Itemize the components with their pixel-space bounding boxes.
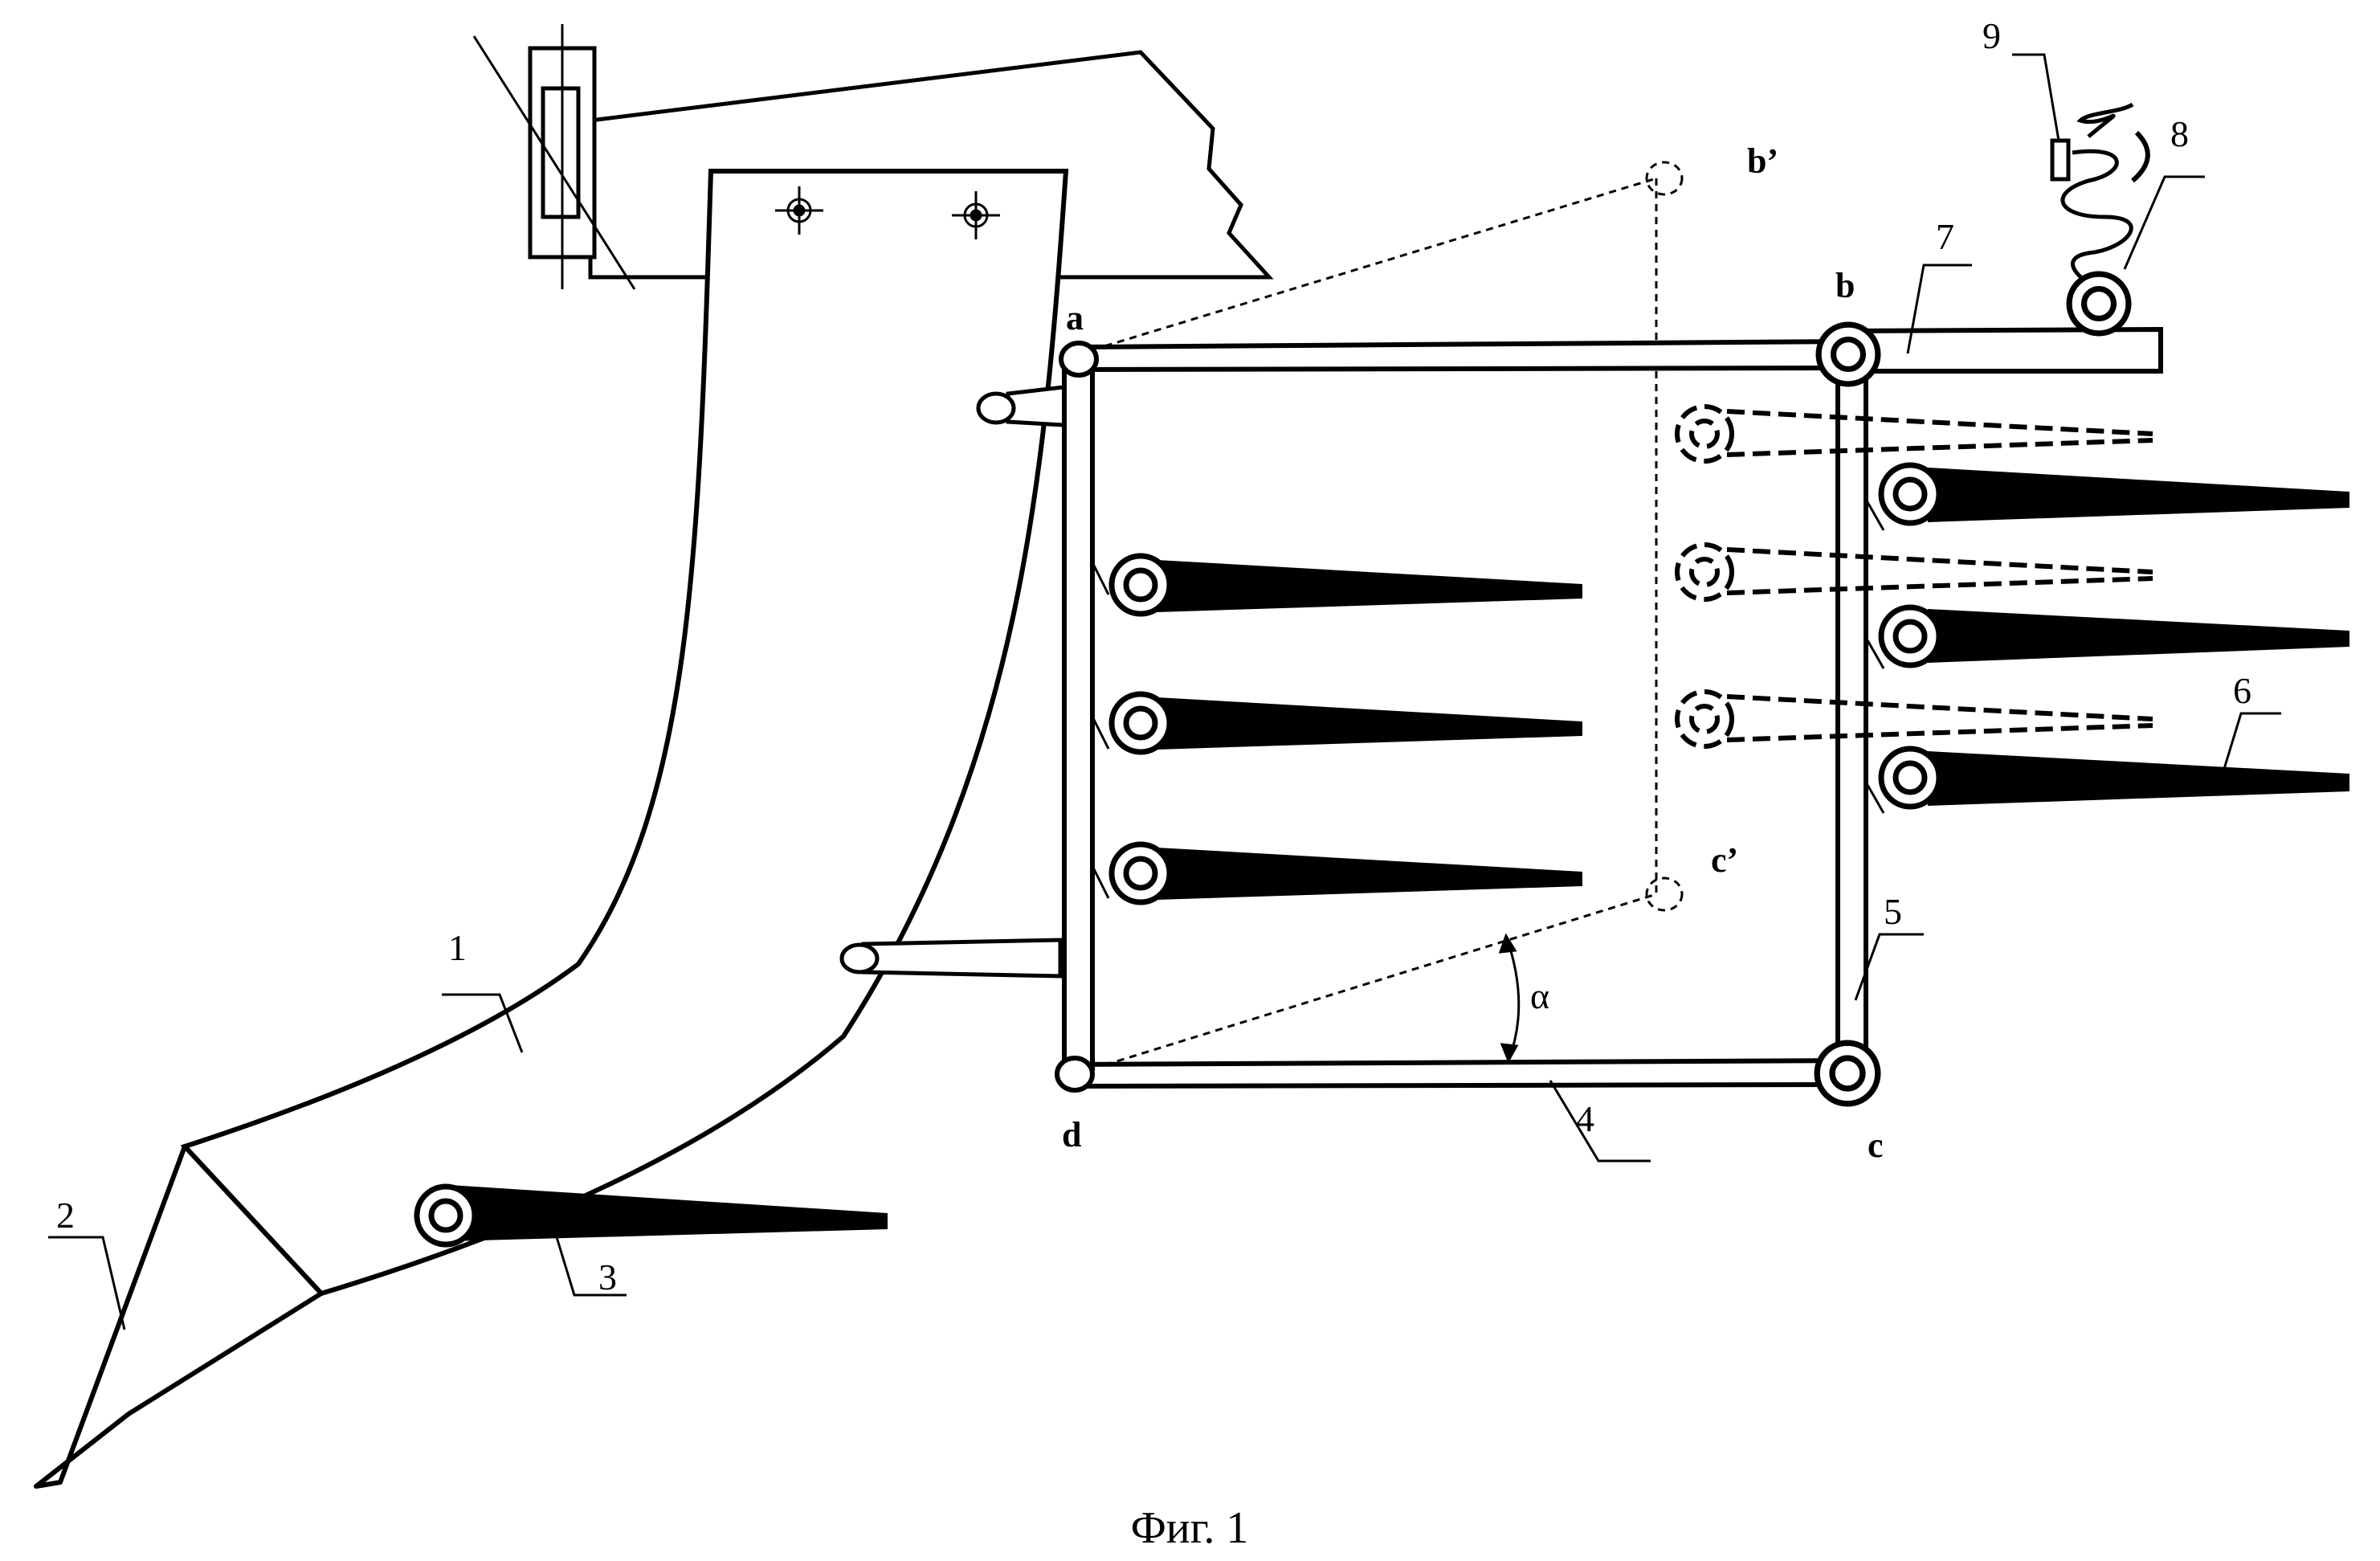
angle-arc [1500, 936, 1519, 1060]
point-label-a: a [1066, 298, 1084, 337]
point-label-b: b [1835, 266, 1855, 305]
numeral-6: 6 [2233, 670, 2251, 711]
dashed-tine [1677, 545, 2153, 599]
alternate-position-lines [1080, 162, 1682, 1073]
dashed-tine [1677, 692, 2153, 746]
left-tine [1092, 694, 1582, 752]
point-label-c-prime: c’ [1711, 840, 1738, 880]
left-tine [1092, 556, 1582, 614]
point-label-b-prime: b’ [1747, 141, 1778, 181]
right-tine [1868, 465, 2349, 530]
numeral-3: 3 [598, 1257, 617, 1297]
numeral-2: 2 [56, 1195, 75, 1236]
point-label-d: d [1062, 1115, 1081, 1154]
hinge-c [1817, 1043, 1878, 1104]
numeral-7: 7 [1936, 216, 1954, 257]
hinge-b [1819, 325, 1878, 384]
ripper-shank [185, 171, 1076, 1293]
numeral-1: 1 [448, 927, 467, 968]
numeral-5: 5 [1884, 891, 1902, 932]
shank-tine [417, 1185, 888, 1244]
left-tine [1092, 844, 1582, 902]
figure-caption: Фиг. 1 [1131, 1503, 1249, 1553]
numeral-8: 8 [2170, 113, 2189, 154]
vibrator [2052, 104, 2148, 333]
hinge-d [1057, 1058, 1092, 1090]
right-tine [1868, 749, 2349, 813]
numeral-4: 4 [1576, 1098, 1594, 1139]
right-tine [1868, 607, 2349, 668]
numeral-9: 9 [1982, 15, 2001, 56]
point-label-c: c [1868, 1126, 1884, 1165]
angle-label-alpha: α [1530, 975, 1549, 1016]
dashed-tine [1677, 407, 2153, 461]
hinge-a [1061, 343, 1096, 375]
